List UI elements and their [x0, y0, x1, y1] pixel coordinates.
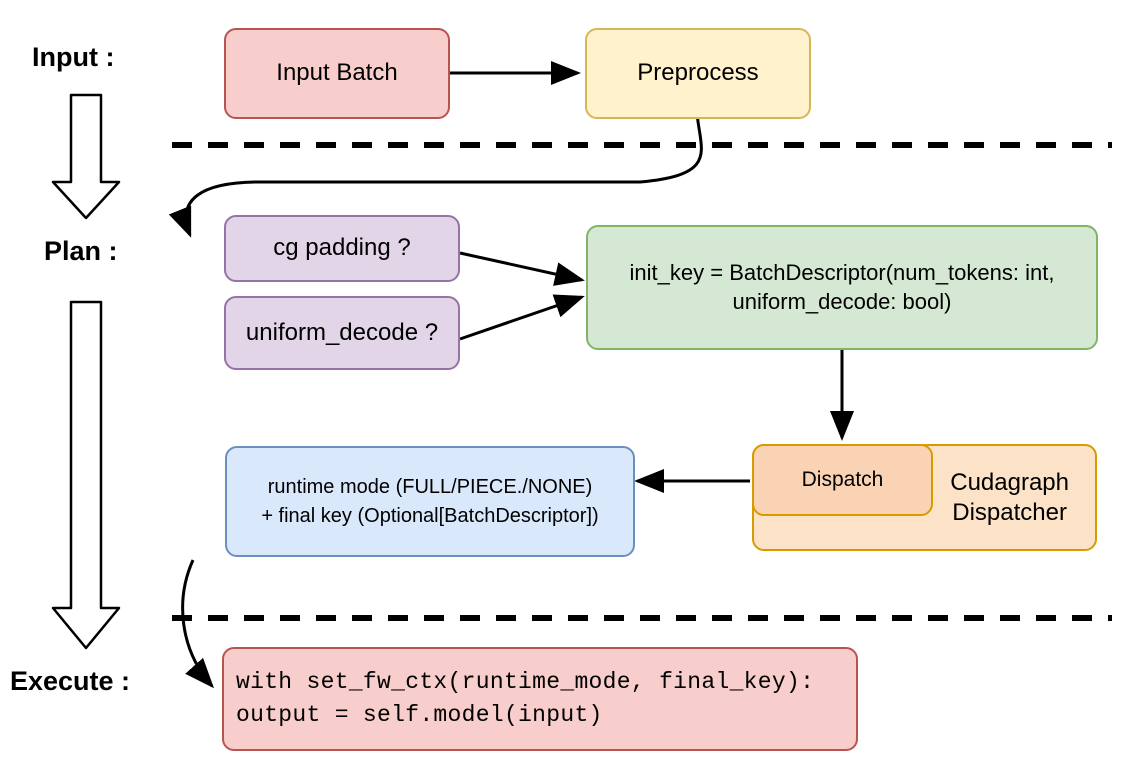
- node-runtime-mode[interactable]: runtime mode (FULL/PIECE./NONE) + final …: [225, 446, 635, 557]
- uniform-decode-to-init-key: [459, 294, 585, 341]
- cg-padding-to-init-key: [459, 251, 585, 286]
- node-dispatch[interactable]: Dispatch: [752, 444, 933, 516]
- node-preprocess[interactable]: Preprocess: [585, 28, 811, 119]
- stage-label-input: Input :: [32, 42, 115, 72]
- plan-to-execute-arrow: [51, 300, 121, 650]
- node-init-key[interactable]: init_key = BatchDescriptor(num_tokens: i…: [586, 225, 1098, 350]
- node-uniform-decode[interactable]: uniform_decode ?: [224, 296, 460, 370]
- runtime-mode-to-execute-code: [181, 559, 214, 689]
- stage-label-execute: Execute :: [10, 666, 131, 696]
- node-execute-code[interactable]: with set_fw_ctx(runtime_mode, final_key)…: [222, 647, 858, 751]
- node-input-batch[interactable]: Input Batch: [224, 28, 450, 119]
- node-cg-padding[interactable]: cg padding ?: [224, 215, 460, 282]
- input-to-plan-arrow: [51, 93, 121, 220]
- stage-label-plan: Plan :: [44, 236, 118, 266]
